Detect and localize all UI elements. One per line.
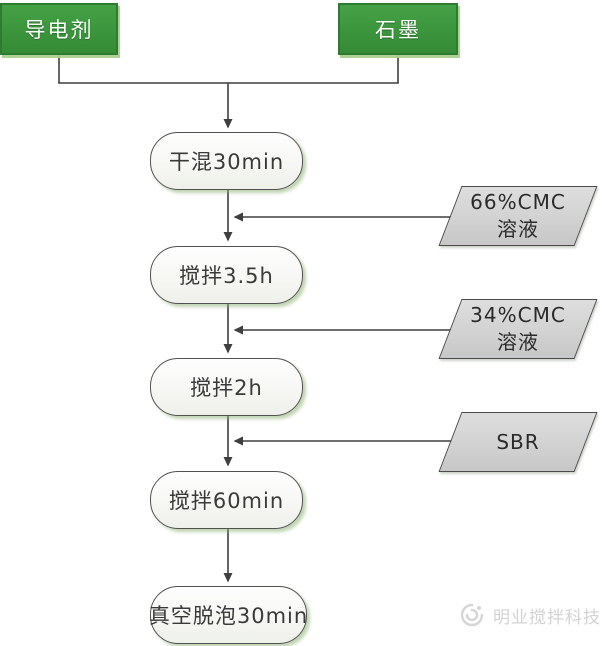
input-label-graphite: 石墨 — [375, 18, 421, 42]
step-label-stir-2h: 搅拌2h — [190, 376, 263, 400]
addition-cmc-34: 34%CMC 溶液 — [438, 299, 598, 359]
step-dry-mix: 干混30min — [150, 132, 303, 190]
addition-cmc-66: 66%CMC 溶液 — [438, 186, 598, 246]
step-label-vacuum-defoam: 真空脱泡30min — [148, 604, 309, 628]
input-label-conductive-agent: 导电剂 — [24, 18, 94, 42]
step-vacuum-defoam: 真空脱泡30min — [148, 586, 309, 644]
addition-label-cmc-66-line2: 溶液 — [497, 217, 539, 241]
step-stir-3-5h: 搅拌3.5h — [150, 246, 303, 304]
addition-label-cmc-66-line1: 66%CMC — [470, 190, 566, 214]
input-box-conductive-agent: 导电剂 — [0, 3, 118, 55]
addition-label-cmc-34-line1: 34%CMC — [470, 303, 566, 327]
swirl-logo-icon — [460, 603, 484, 627]
input-box-graphite: 石墨 — [338, 3, 458, 55]
addition-label-cmc-34-line2: 溶液 — [497, 330, 539, 354]
watermark: 明业搅拌科技 — [458, 601, 601, 629]
step-stir-60min: 搅拌60min — [150, 471, 303, 529]
addition-sbr: SBR — [438, 412, 598, 472]
step-label-stir-60min: 搅拌60min — [168, 489, 285, 513]
step-label-dry-mix: 干混30min — [168, 150, 285, 174]
step-stir-2h: 搅拌2h — [150, 358, 303, 416]
watermark-text: 明业搅拌科技 — [493, 607, 601, 628]
step-label-stir-3-5h: 搅拌3.5h — [179, 264, 274, 288]
addition-label-sbr-line1: SBR — [496, 429, 540, 454]
